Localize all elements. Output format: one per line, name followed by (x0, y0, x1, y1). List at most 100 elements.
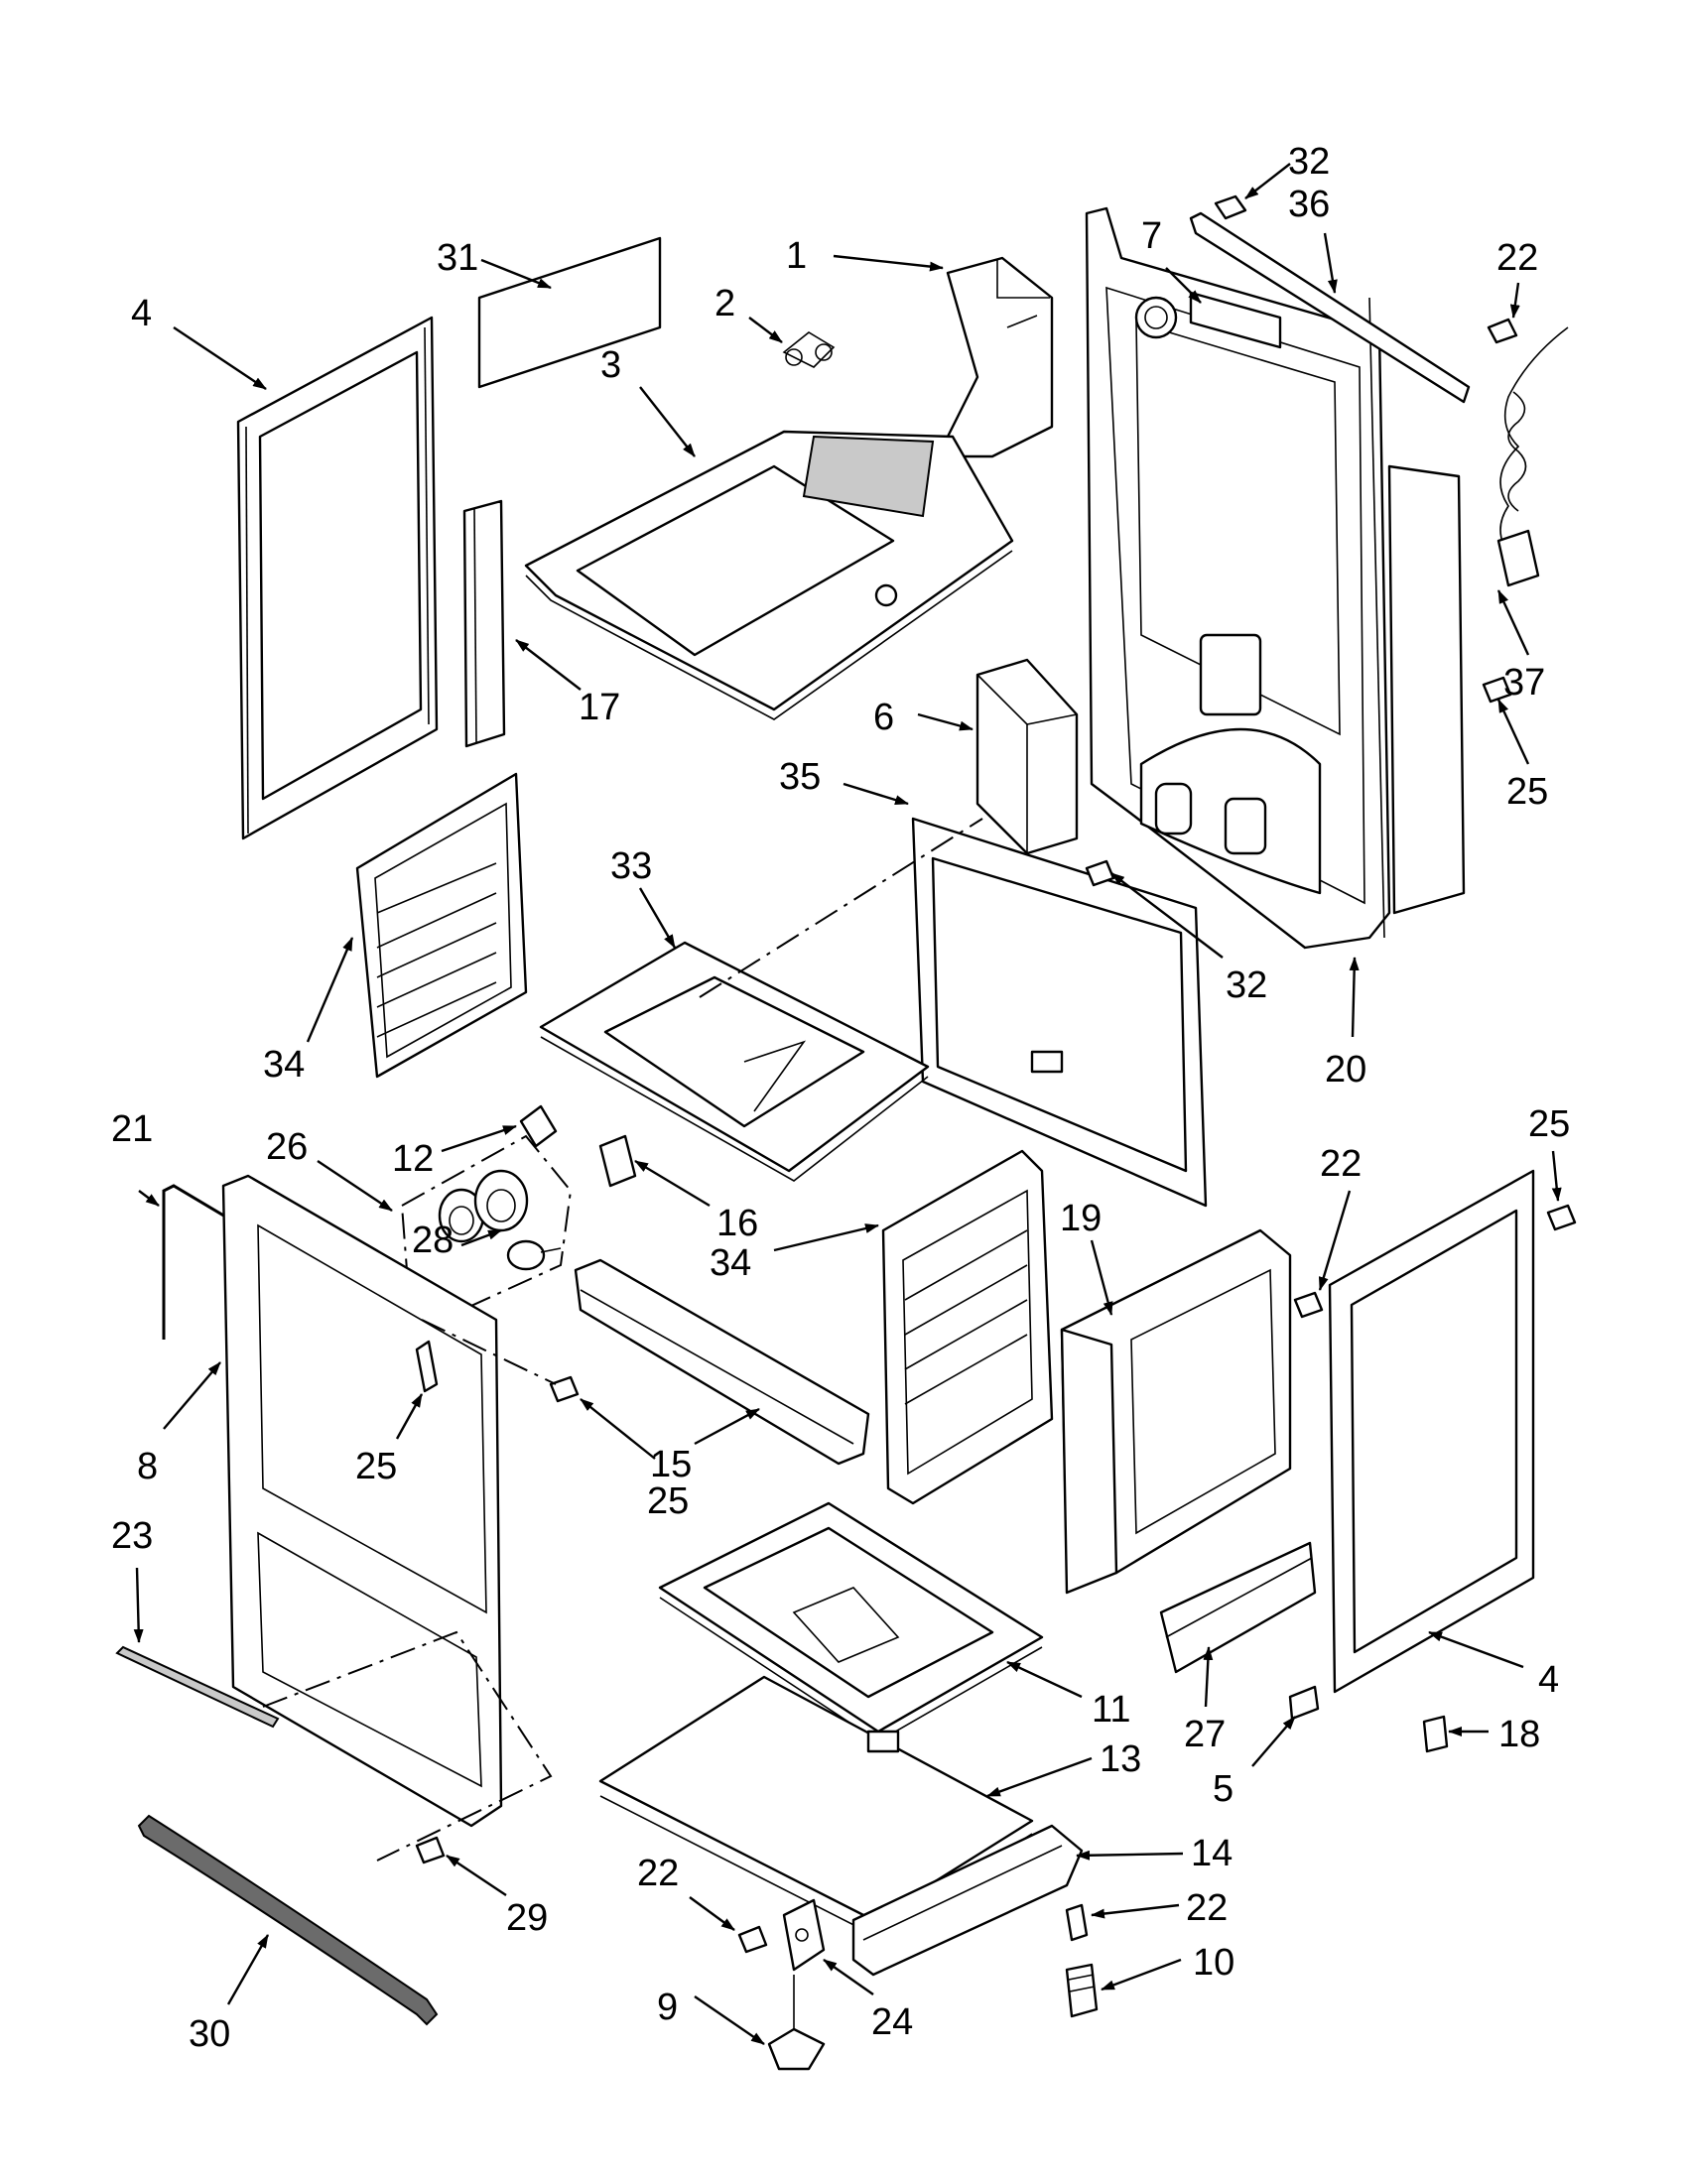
callout-31: 31 (437, 237, 478, 279)
leader-15 (694, 1407, 760, 1446)
part-2-clip (782, 331, 836, 368)
callout-11: 11 (1092, 1689, 1130, 1731)
leader-19 (1090, 1239, 1113, 1316)
leader-4-right (1428, 1630, 1524, 1669)
callout-6: 6 (873, 697, 894, 738)
part-35-oven-front-frame (911, 817, 1208, 1208)
leader-8 (163, 1361, 221, 1430)
part-37-power-cord (1496, 326, 1569, 587)
callout-8: 8 (137, 1446, 158, 1487)
callout-21: 21 (111, 1108, 153, 1150)
leader-30 (226, 1934, 270, 2005)
leader-31 (480, 258, 552, 290)
callout-36: 36 (1288, 184, 1330, 225)
callout-7: 7 (1141, 215, 1162, 257)
screw-32-top (1214, 194, 1247, 220)
screw-25-front-a (415, 1340, 439, 1393)
leader-4-left (173, 326, 267, 390)
callout-12: 12 (392, 1138, 434, 1180)
screw-25-front-b (549, 1375, 580, 1403)
callout-20: 20 (1325, 1049, 1366, 1091)
callout-5: 5 (1213, 1768, 1234, 1810)
leader-28 (460, 1228, 502, 1247)
leader-26 (317, 1160, 393, 1212)
part-4-right-side-panel (1328, 1169, 1535, 1694)
callout-37: 37 (1503, 662, 1545, 704)
part-5-clip (1288, 1685, 1320, 1721)
leader-1 (833, 254, 944, 272)
callout-15: 15 (650, 1444, 692, 1485)
leader-12 (441, 1124, 517, 1153)
part-15-front-trim (574, 1258, 870, 1466)
part-17-side-bracket (462, 499, 506, 748)
leader-25-right-top (1496, 699, 1530, 765)
leader-27 (1203, 1646, 1214, 1708)
part-30-gasket (137, 1814, 439, 2026)
part-14-base-rail (851, 1824, 1084, 1977)
callout-34-lower: 34 (710, 1242, 751, 1284)
callout-33: 33 (610, 845, 652, 887)
callout-17: 17 (579, 687, 620, 728)
callout-34-upper: 34 (263, 1044, 305, 1086)
leader-22-bottom-right (1091, 1903, 1180, 1919)
assembly-line-screw (421, 1319, 557, 1385)
callout-16: 16 (716, 1203, 758, 1244)
callout-29: 29 (506, 1897, 548, 1939)
callout-23: 23 (111, 1515, 153, 1557)
callout-22-bottom-right: 22 (1186, 1887, 1228, 1929)
part-12-clip (519, 1104, 558, 1148)
callout-19: 19 (1060, 1198, 1102, 1239)
part-9-leveling-leg (767, 1975, 826, 2071)
part-36-rear-trim (1189, 211, 1471, 404)
part-6-insulation (975, 658, 1079, 855)
part-33-oven-bottom (539, 941, 930, 1182)
screw-22-bottom-left (737, 1925, 768, 1954)
screw-25-right-mid (1546, 1204, 1577, 1231)
leader-34-lower (773, 1223, 879, 1252)
part-7-rear-bracket (1189, 291, 1282, 349)
screw-29 (415, 1836, 446, 1864)
leader-16 (634, 1159, 711, 1208)
part-4-left-side-panel (236, 316, 439, 840)
part-1-vent-duct (936, 256, 1054, 458)
callout-32-mid: 32 (1226, 964, 1267, 1006)
leader-lines (133, 163, 1562, 2045)
screw-25-right-top (1482, 676, 1512, 704)
leader-29 (446, 1855, 507, 1896)
callout-25-right-top: 25 (1506, 771, 1548, 813)
callout-24: 24 (871, 2001, 913, 2043)
callout-22-top: 22 (1496, 237, 1538, 279)
callout-13: 13 (1100, 1738, 1141, 1780)
callout-35: 35 (779, 756, 821, 798)
leader-33 (638, 887, 677, 949)
leader-23 (133, 1567, 144, 1643)
part-20-rear-panel (1085, 206, 1466, 950)
callout-4-left: 4 (131, 293, 152, 334)
screw-22-bottom-right (1065, 1903, 1089, 1942)
part-18-clip (1422, 1715, 1449, 1753)
part-27-kick-strip (1159, 1541, 1317, 1674)
leader-2 (748, 317, 783, 343)
leader-25-front-b (580, 1398, 656, 1460)
leader-34-upper (306, 937, 354, 1043)
part-8-front-frame (221, 1174, 553, 1862)
callout-27: 27 (1184, 1714, 1226, 1755)
callout-18: 18 (1498, 1714, 1540, 1755)
part-31-label-strip (477, 236, 662, 389)
leader-9 (694, 1995, 765, 2045)
callout-labels: 1 2 3 4 4 5 6 7 8 9 10 11 12 13 14 15 16… (111, 141, 1570, 2055)
leader-11 (1006, 1660, 1083, 1699)
callout-1: 1 (786, 235, 807, 277)
part-16-bracket (598, 1134, 637, 1188)
leader-17 (515, 639, 582, 691)
leader-14 (1076, 1850, 1184, 1861)
leader-35 (843, 782, 909, 806)
callout-3: 3 (600, 344, 621, 386)
leader-24 (823, 1959, 874, 1995)
screw-22-mid (1293, 1291, 1324, 1319)
callout-30: 30 (189, 2013, 230, 2055)
callout-22-mid: 22 (1320, 1143, 1362, 1185)
leader-22-top (1509, 282, 1520, 319)
leader-25-right-mid (1551, 1150, 1562, 1202)
